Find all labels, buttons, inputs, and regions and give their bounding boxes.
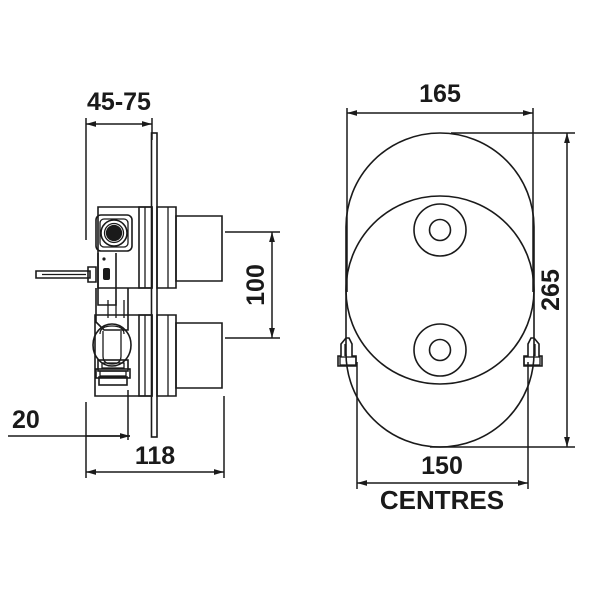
dimension-outlet-centres [225, 231, 280, 339]
side-lever-handle [35, 266, 97, 283]
dimension-label-projection: 20 [12, 406, 40, 434]
dimension-body-length [85, 396, 225, 478]
front-elevation-view: 165 [337, 80, 575, 515]
dimension-label-depth-range: 45-75 [87, 88, 151, 116]
left-inlet-connector [337, 337, 357, 367]
dimension-label-outlet-centres: 100 [242, 264, 270, 306]
annotation-centres: CENTRES [380, 485, 504, 515]
dimension-label-body-length: 118 [135, 442, 175, 470]
side-elevation-view: 45-75 [8, 88, 280, 478]
dimension-projection [8, 390, 130, 440]
oval-face-plate [345, 195, 535, 385]
dimension-plate-height [430, 132, 575, 448]
dimension-label-plate-height: 265 [537, 269, 565, 311]
oval-face-plate-outline [345, 132, 535, 448]
dimension-label-plate-width: 165 [419, 80, 461, 108]
dimension-fixing-centres [356, 362, 529, 489]
right-inlet-connector [523, 337, 543, 367]
dimension-label-fixing-centres: 150 [421, 452, 463, 480]
flow-diverter-knob[interactable] [413, 323, 467, 377]
upper-valve-assembly [95, 206, 223, 306]
lower-valve-assembly [92, 314, 223, 397]
dimension-plate-width [346, 108, 534, 292]
temperature-control-knob[interactable] [413, 203, 467, 257]
